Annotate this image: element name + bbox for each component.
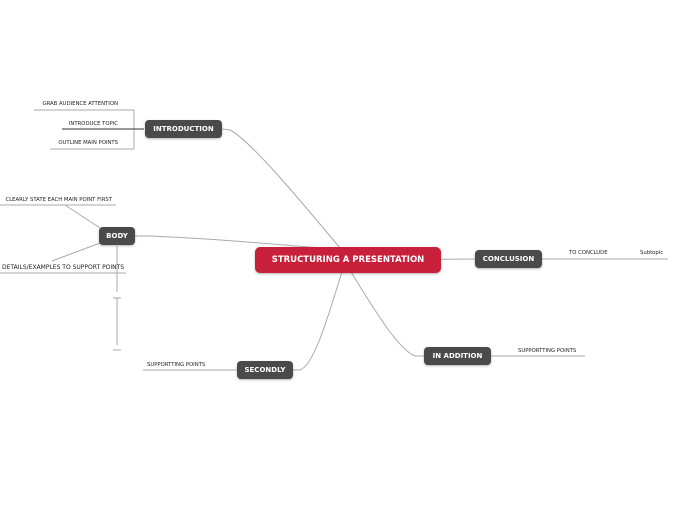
- subtopic[interactable]: DETAILS/EXAMPLES TO SUPPORT POINTS: [2, 264, 125, 271]
- subtopic[interactable]: TO CONCLUDE: [569, 250, 608, 256]
- topic-in-addition[interactable]: IN ADDITION: [424, 347, 491, 365]
- subtopic[interactable]: SUPPORTTING POINTS: [518, 348, 577, 354]
- subtopic[interactable]: OUTLINE MAIN POINTS: [58, 140, 118, 146]
- topic-secondly[interactable]: SECONDLY: [237, 361, 293, 379]
- subtopic[interactable]: CLEARLY STATE EACH MAIN POINT FIRST: [5, 197, 112, 203]
- subtopic[interactable]: INTRODUCE TOPIC: [68, 121, 118, 127]
- topic-body[interactable]: BODY: [99, 227, 135, 245]
- subtopic[interactable]: SUPPORTTING POINTS: [147, 362, 206, 368]
- topic-introduction[interactable]: INTRODUCTION: [145, 120, 222, 138]
- subtopic[interactable]: GRAB AUDIENCE ATTENTION: [42, 101, 118, 107]
- central-topic[interactable]: STRUCTURING A PRESENTATION: [255, 247, 441, 273]
- subtopic[interactable]: Subtopic: [640, 250, 664, 256]
- topic-conclusion[interactable]: CONCLUSION: [475, 250, 542, 268]
